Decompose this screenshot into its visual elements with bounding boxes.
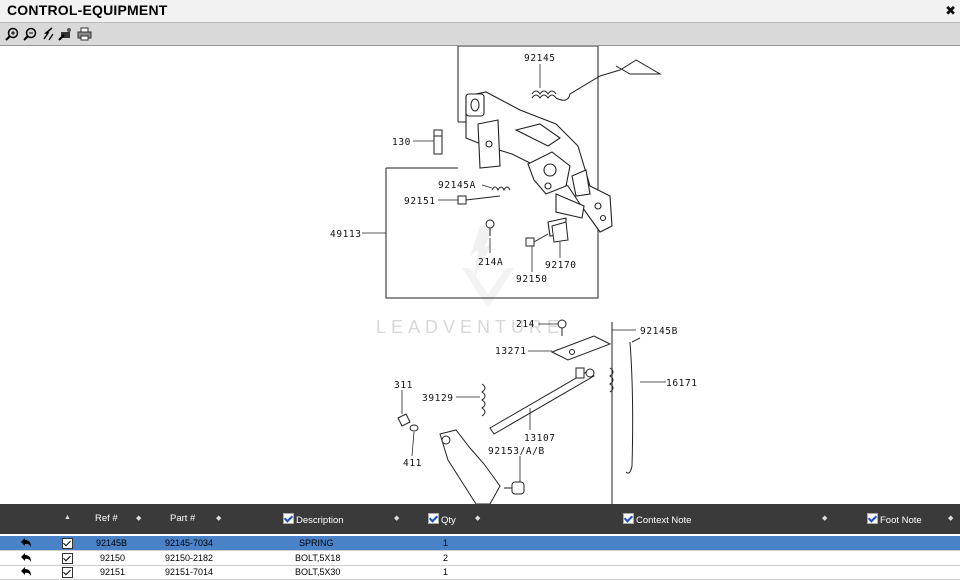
table-row[interactable]: 92151 92151-7014 BOLT,5X30 1	[0, 565, 960, 580]
column-description[interactable]: Description	[283, 513, 344, 526]
pin-icon[interactable]: ✖	[945, 3, 956, 18]
cell-ref: 92150	[100, 553, 126, 563]
parts-table: ▲ Ref # ◆ Part # ◆ Description ◆ Qty ◆ C…	[0, 504, 960, 580]
callout-92170[interactable]: 92170	[545, 260, 577, 271]
print-icon[interactable]	[76, 25, 93, 42]
column-qty[interactable]: Qty	[428, 513, 456, 526]
checkbox-icon[interactable]	[623, 513, 634, 524]
parts-diagram: LEADVENTURE	[0, 46, 960, 504]
callout-92151[interactable]: 92151	[404, 196, 436, 207]
back-arrow-icon[interactable]	[19, 566, 33, 577]
cell-description: SPRING	[299, 538, 334, 548]
table-row[interactable]: 92150 92150-2182 BOLT,5X18 2	[0, 551, 960, 566]
cell-description: BOLT,5X18	[295, 553, 341, 563]
cell-part: 92150-2182	[165, 553, 214, 563]
fit-icon[interactable]	[39, 25, 56, 42]
callout-92150[interactable]: 92150	[516, 274, 548, 285]
sort-icon[interactable]: ◆	[216, 515, 222, 522]
callout-411[interactable]: 411	[403, 458, 422, 469]
callout-16171[interactable]: 16171	[666, 378, 698, 389]
column-part[interactable]: Part #	[170, 513, 196, 524]
title-bar: CONTROL-EQUIPMENT ✖	[0, 0, 960, 23]
watermark-logo	[462, 226, 514, 308]
callout-92153[interactable]: 92153/A/B	[488, 446, 545, 457]
sort-icon[interactable]: ◆	[475, 515, 481, 522]
callout-130[interactable]: 130	[392, 137, 411, 148]
cell-part: 92151-7014	[165, 567, 214, 577]
checkbox-icon[interactable]	[428, 513, 439, 524]
callout-13271[interactable]: 13271	[495, 346, 527, 357]
cell-qty: 1	[443, 567, 449, 577]
table-header: ▲ Ref # ◆ Part # ◆ Description ◆ Qty ◆ C…	[0, 504, 960, 534]
zoom-in-icon[interactable]	[3, 25, 20, 42]
row-checkbox[interactable]	[62, 567, 73, 578]
callout-39129[interactable]: 39129	[422, 393, 454, 404]
cell-ref: 92145B	[96, 538, 128, 548]
callout-214a[interactable]: 214A	[478, 257, 503, 268]
column-foot-note[interactable]: Foot Note	[867, 513, 922, 526]
tools-icon[interactable]	[57, 25, 74, 42]
table-row[interactable]: 92145B 92145-7034 SPRING 1	[0, 536, 960, 551]
back-arrow-icon[interactable]	[19, 537, 33, 548]
checkbox-icon[interactable]	[867, 513, 878, 524]
back-arrow-icon[interactable]	[19, 552, 33, 563]
checkbox-icon[interactable]	[283, 513, 294, 524]
callout-49113[interactable]: 49113	[330, 229, 362, 240]
column-ref[interactable]: Ref #	[95, 513, 118, 524]
sort-icon[interactable]: ◆	[948, 515, 954, 522]
cell-part: 92145-7034	[165, 538, 214, 548]
callout-92145[interactable]: 92145	[524, 53, 556, 64]
window-title: CONTROL-EQUIPMENT	[7, 2, 168, 18]
column-context-note[interactable]: Context Note	[623, 513, 691, 526]
sort-icon[interactable]: ▲	[64, 514, 71, 521]
sort-icon[interactable]: ◆	[822, 515, 828, 522]
callout-214[interactable]: 214	[516, 319, 535, 330]
callout-92145b[interactable]: 92145B	[640, 326, 678, 337]
callout-311[interactable]: 311	[394, 380, 413, 391]
watermark-text: LEADVENTURE	[376, 317, 564, 337]
sort-icon[interactable]: ◆	[136, 515, 142, 522]
cell-qty: 2	[443, 553, 449, 563]
sort-icon[interactable]: ◆	[394, 515, 400, 522]
callout-13107[interactable]: 13107	[524, 433, 556, 444]
callout-92145a[interactable]: 92145A	[438, 180, 476, 191]
cell-ref: 92151	[100, 567, 126, 577]
cell-description: BOLT,5X30	[295, 567, 341, 577]
cell-qty: 1	[443, 538, 449, 548]
zoom-out-icon[interactable]	[21, 25, 38, 42]
row-checkbox[interactable]	[62, 538, 73, 549]
diagram-drawing: LEADVENTURE	[330, 46, 698, 504]
toolbar	[0, 23, 960, 46]
row-checkbox[interactable]	[62, 553, 73, 564]
